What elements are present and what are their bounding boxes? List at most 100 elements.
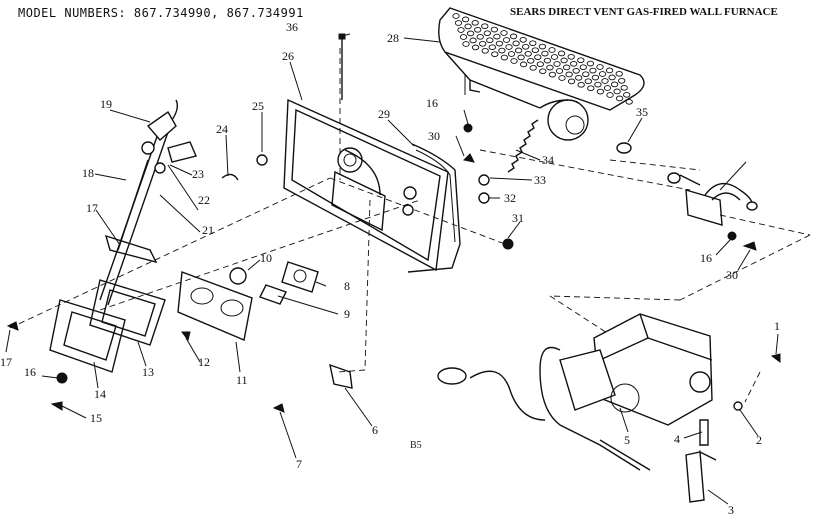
page-code: B5 xyxy=(410,440,422,451)
burner-port xyxy=(519,61,528,68)
burner-port xyxy=(522,43,530,50)
burner-port xyxy=(601,78,609,84)
burner-port xyxy=(546,64,554,71)
burner-port xyxy=(608,74,616,81)
burner-port xyxy=(603,85,612,91)
burner-port xyxy=(510,58,518,64)
burner-port xyxy=(471,44,480,51)
burner-port xyxy=(582,71,590,78)
burner-port xyxy=(596,88,605,95)
callout-labels: 36 28 26 25 24 19 18 17 23 22 21 29 16 3… xyxy=(0,20,780,516)
callout-28: 28 xyxy=(387,31,399,45)
burner-port xyxy=(466,30,475,37)
burner-port xyxy=(620,84,628,91)
callout-19: 18 xyxy=(82,166,94,180)
burner-port xyxy=(481,23,489,30)
burner-assembly xyxy=(438,7,645,141)
burner-port xyxy=(618,77,626,84)
burner-port xyxy=(517,54,525,61)
burner-port xyxy=(610,81,619,88)
callout-16-left: 16 xyxy=(24,365,36,379)
burner-port xyxy=(534,54,542,61)
burner-port xyxy=(514,47,523,54)
burner-port xyxy=(538,43,547,50)
burner-port xyxy=(536,61,544,68)
burner-port xyxy=(615,70,623,77)
burner-port xyxy=(498,47,506,54)
callout-30-top: 30 xyxy=(428,129,440,143)
burner-port xyxy=(509,33,518,40)
callout-13: 13 xyxy=(142,365,154,379)
callout-32: 32 xyxy=(504,191,516,205)
callout-15: 15 xyxy=(90,411,102,425)
callout-3: 3 xyxy=(728,503,734,516)
callout-23: 23 xyxy=(192,167,204,181)
burner-port xyxy=(474,26,482,33)
burner-port xyxy=(483,30,491,37)
burner-port xyxy=(562,64,571,71)
callout-35: 35 xyxy=(636,105,648,119)
burner-port xyxy=(539,68,547,75)
burner-port xyxy=(500,54,509,61)
burner-port xyxy=(490,26,499,33)
burner-port xyxy=(479,40,487,47)
callout-22: 22 xyxy=(198,193,210,207)
burner-port xyxy=(529,40,537,47)
burner-port xyxy=(550,54,559,60)
burner-port xyxy=(481,47,489,54)
callout-16-top: 16 xyxy=(426,96,438,110)
burner-port xyxy=(454,20,463,26)
burner-port xyxy=(553,61,561,67)
burner-port xyxy=(577,81,585,88)
burner-port xyxy=(488,44,496,51)
clip-6 xyxy=(329,363,353,389)
callout-20: 19 xyxy=(100,97,112,111)
burner-port xyxy=(625,98,633,105)
burner-port xyxy=(596,64,604,70)
burner-port xyxy=(491,51,499,58)
burner-port xyxy=(579,64,587,71)
burner-port xyxy=(512,40,520,47)
door-gasket xyxy=(407,143,461,273)
burner-port xyxy=(459,34,468,40)
burner-port xyxy=(548,71,557,78)
callout-18: 17 xyxy=(86,201,98,215)
diagram-title: SEARS DIRECT VENT GAS-FIRED WALL FURNACE xyxy=(510,6,778,18)
burner-port xyxy=(543,57,552,64)
callout-8: 8 xyxy=(344,279,350,293)
burner-port xyxy=(558,75,566,81)
model-numbers: MODEL NUMBERS: 867.734990, 867.734991 xyxy=(18,6,304,20)
burner-port xyxy=(471,19,479,26)
callout-31: 31 xyxy=(512,211,524,225)
burner-port xyxy=(519,36,527,43)
burner-port xyxy=(598,71,607,77)
burner-port xyxy=(623,91,631,98)
callout-10: 10 xyxy=(260,251,272,265)
callout-16-right: 16 xyxy=(700,251,712,265)
burner-port xyxy=(486,37,494,44)
valve-bracket xyxy=(685,419,717,503)
callout-leaders xyxy=(5,33,779,505)
burner-port xyxy=(572,67,580,74)
hardware xyxy=(6,123,781,413)
callout-25: 25 xyxy=(252,99,264,113)
burner-port xyxy=(502,37,511,43)
burner-port xyxy=(505,44,513,50)
burner-port xyxy=(567,53,575,60)
burner-port xyxy=(462,41,470,47)
burner-port xyxy=(613,88,621,95)
burner-port xyxy=(555,68,564,74)
burner-port xyxy=(464,23,472,30)
left-pilot-tubing xyxy=(99,99,197,306)
burner-port xyxy=(589,67,597,74)
callout-27: 36 xyxy=(286,20,298,34)
burner-port xyxy=(586,60,595,67)
callout-29: 29 xyxy=(378,107,390,121)
front-panel xyxy=(283,98,449,272)
burner-port xyxy=(457,27,465,33)
callout-14: 14 xyxy=(94,387,106,401)
burner-port xyxy=(594,81,602,88)
burner-port xyxy=(584,78,592,85)
callout-12: 12 xyxy=(198,355,210,369)
